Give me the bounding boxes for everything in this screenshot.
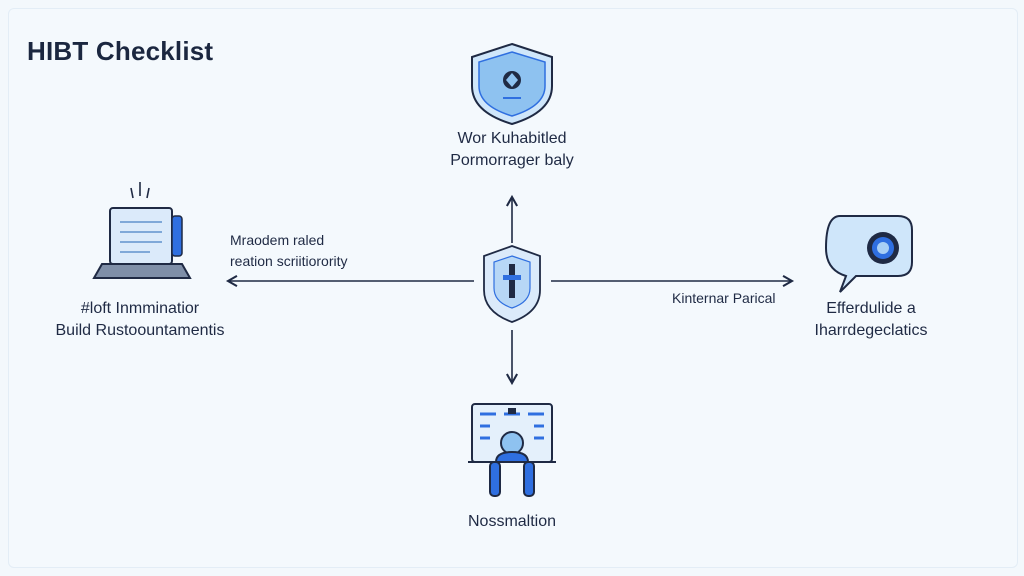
right-node-label: Efferdulide a Iharrdegeclatics (776, 298, 966, 342)
user-workstation-icon (468, 403, 556, 497)
left-edge-label-line2: reation scriitiorority (230, 253, 348, 269)
right-edge-label: Kinternar Parical (672, 288, 776, 309)
diagram-title: HIBT Checklist (27, 36, 214, 66)
left-node-label: #loft Inmminatior Build Rustoountamentis (40, 298, 240, 342)
right-node-line1: Efferdulide a (826, 300, 916, 317)
left-node-line1: #loft Inmminatior (80, 300, 200, 317)
top-node-line2: Pormorrager baly (450, 152, 574, 169)
document-laptop-icon (92, 182, 192, 279)
left-edge-label: Mraodem raled reation scriitiorority (230, 230, 347, 272)
top-node-line1: Wor Kuhabitled (457, 130, 567, 147)
chat-bubble-icon (824, 215, 913, 293)
right-edge-label-line1: Kinternar Parical (672, 290, 776, 306)
shield-hub-icon (483, 245, 541, 323)
left-node-line2: Build Rustoountamentis (55, 322, 225, 339)
right-node-line2: Iharrdegeclatics (814, 322, 928, 339)
bottom-node-label: Nossmaltion (412, 511, 612, 533)
top-node-label: Wor Kuhabitled Pormorrager baly (412, 128, 612, 172)
bottom-node-line1: Nossmaltion (467, 513, 557, 530)
shield-icon (471, 42, 553, 126)
left-edge-label-line1: Mraodem raled (230, 232, 325, 248)
